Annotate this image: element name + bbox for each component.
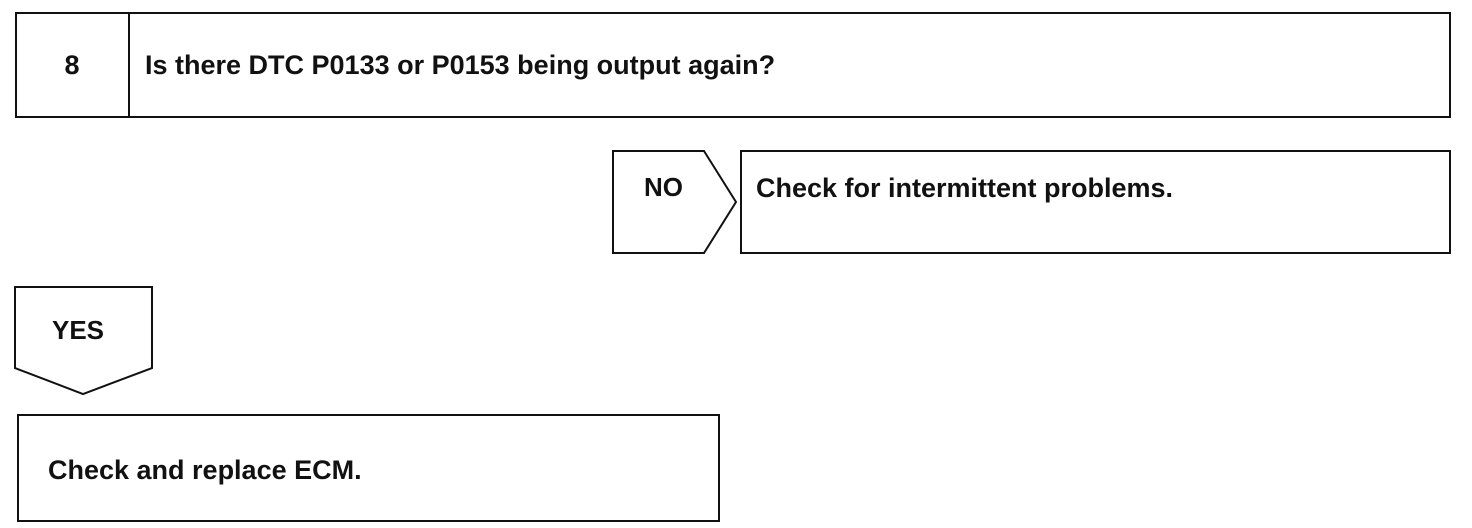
yes-result-box: [17, 414, 720, 522]
step-number: 8: [64, 50, 80, 80]
no-label: NO: [644, 172, 683, 202]
yes-label: YES: [52, 315, 105, 345]
no-result-box: [740, 150, 1451, 254]
step-question: Is there DTC P0133 or P0153 being output…: [145, 50, 776, 80]
no-result-text: Check for intermittent problems.: [756, 173, 1174, 203]
yes-result-text: Check and replace ECM.: [48, 455, 362, 485]
yes-arrow-shape: [14, 286, 153, 396]
no-arrow-shape: [612, 150, 738, 254]
step-box: [15, 12, 1451, 118]
step-divider: [128, 12, 130, 118]
